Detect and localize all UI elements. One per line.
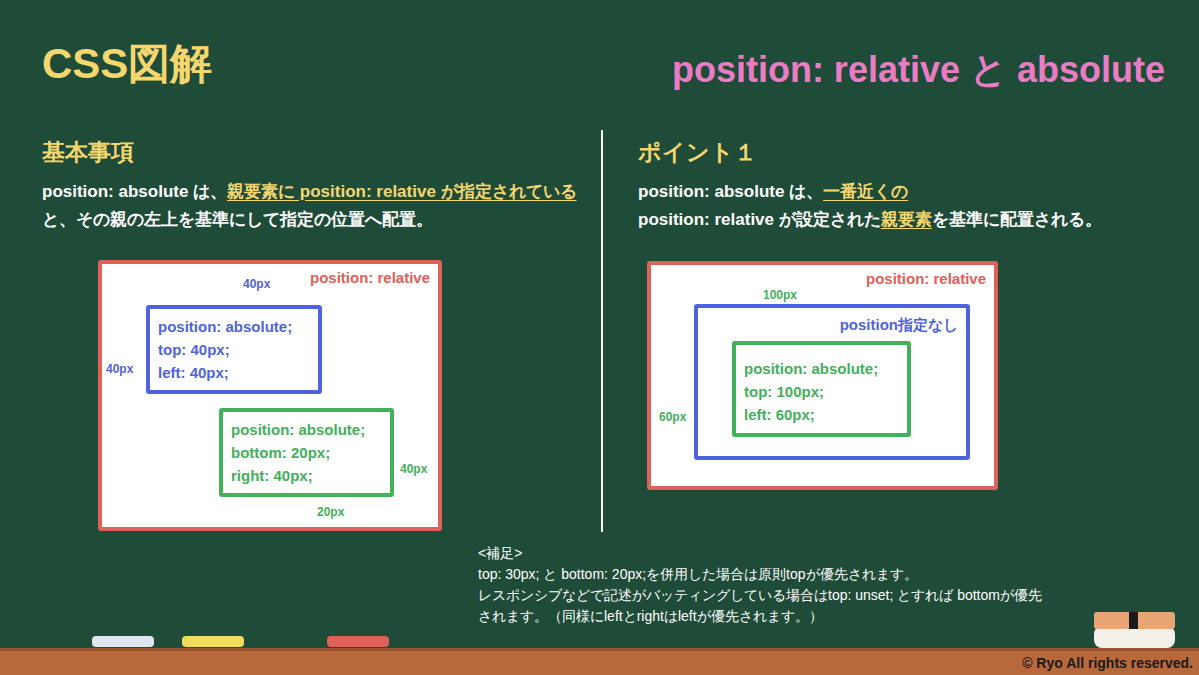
css-declaration: left: 60px;	[744, 403, 878, 426]
box-label: position: relative	[310, 269, 430, 286]
explanation-paragraph: position: absolute は、親要素に position: rela…	[42, 178, 590, 234]
note-text: <補足>	[478, 543, 1053, 564]
absolute-box: position: absolute;top: 100px;left: 60px…	[732, 341, 911, 437]
ledge-edge	[0, 648, 1199, 651]
code-block: position: absolute;top: 40px;left: 40px;	[158, 315, 292, 384]
css-declaration: position: absolute;	[231, 418, 365, 441]
dimension-label: 100px	[761, 288, 799, 302]
code-block: position: absolute;top: 100px;left: 60px…	[744, 357, 878, 426]
static-box: position指定なし position: absolute;top: 100p…	[694, 304, 970, 460]
relative-container: position: relative position指定なし position: …	[647, 261, 998, 490]
note-text: top: 30px; と bottom: 20px;を併用した場合は原則topが…	[478, 564, 1053, 585]
body-text: position: absolute は、	[638, 182, 823, 201]
absolute-box: position: absolute;top: 40px;left: 40px;	[146, 305, 322, 394]
chalk-yellow	[182, 636, 244, 647]
dimension-label: 40px	[106, 362, 133, 376]
divider-line	[601, 130, 603, 532]
body-text: position: absolute は、	[42, 182, 227, 201]
relative-container: position: relativeposition: absolute;top…	[98, 260, 442, 531]
body-text: を基準に配置される。	[932, 210, 1102, 229]
eraser-mark	[1129, 612, 1138, 629]
css-declaration: position: absolute;	[158, 315, 292, 338]
dimension-label: 40px	[400, 462, 427, 476]
highlight-text: 親要素	[881, 210, 932, 229]
highlight-text: 一番近くの	[823, 182, 908, 201]
eraser-top	[1094, 612, 1175, 629]
dimension-label: 40px	[243, 277, 270, 291]
topic-title: position: relative と absolute	[672, 46, 1165, 95]
css-declaration: position: absolute;	[744, 357, 878, 380]
dimension-label: 60px	[659, 410, 686, 424]
note-text: レスポンシブなどで記述がバッティングしている場合はtop: unset; とすれ…	[478, 585, 1053, 627]
chalk-ledge	[0, 648, 1199, 675]
body-text: position: relative が設定された	[638, 210, 881, 229]
box-label: position: relative	[866, 270, 986, 287]
box-label: position指定なし	[840, 316, 958, 335]
section-heading: ポイント１	[638, 137, 757, 168]
supplement-note: <補足>top: 30px; と bottom: 20px;を併用した場合は原則…	[478, 543, 1053, 627]
eraser-body	[1094, 626, 1175, 648]
copyright: © Ryo All rights reserved.	[1022, 655, 1193, 671]
css-declaration: left: 40px;	[158, 361, 292, 384]
chalk-white	[92, 636, 154, 647]
css-declaration: top: 100px;	[744, 380, 878, 403]
absolute-box: position: absolute;bottom: 20px;right: 4…	[219, 408, 394, 497]
chalk-red	[327, 636, 389, 647]
css-declaration: bottom: 20px;	[231, 441, 365, 464]
body-text: と、その親の左上を基準にして指定の位置へ配置。	[42, 210, 433, 229]
dimension-label: 20px	[317, 505, 344, 519]
css-declaration: right: 40px;	[231, 464, 365, 487]
code-block: position: absolute;bottom: 20px;right: 4…	[231, 418, 365, 487]
explanation-paragraph: position: absolute は、一番近くの position: rela…	[638, 178, 1188, 234]
highlight-text: 親要素に position: relative が指定されている	[227, 182, 576, 201]
page-title: CSS図解	[42, 36, 212, 92]
section-heading: 基本事項	[42, 137, 134, 168]
css-declaration: top: 40px;	[158, 338, 292, 361]
